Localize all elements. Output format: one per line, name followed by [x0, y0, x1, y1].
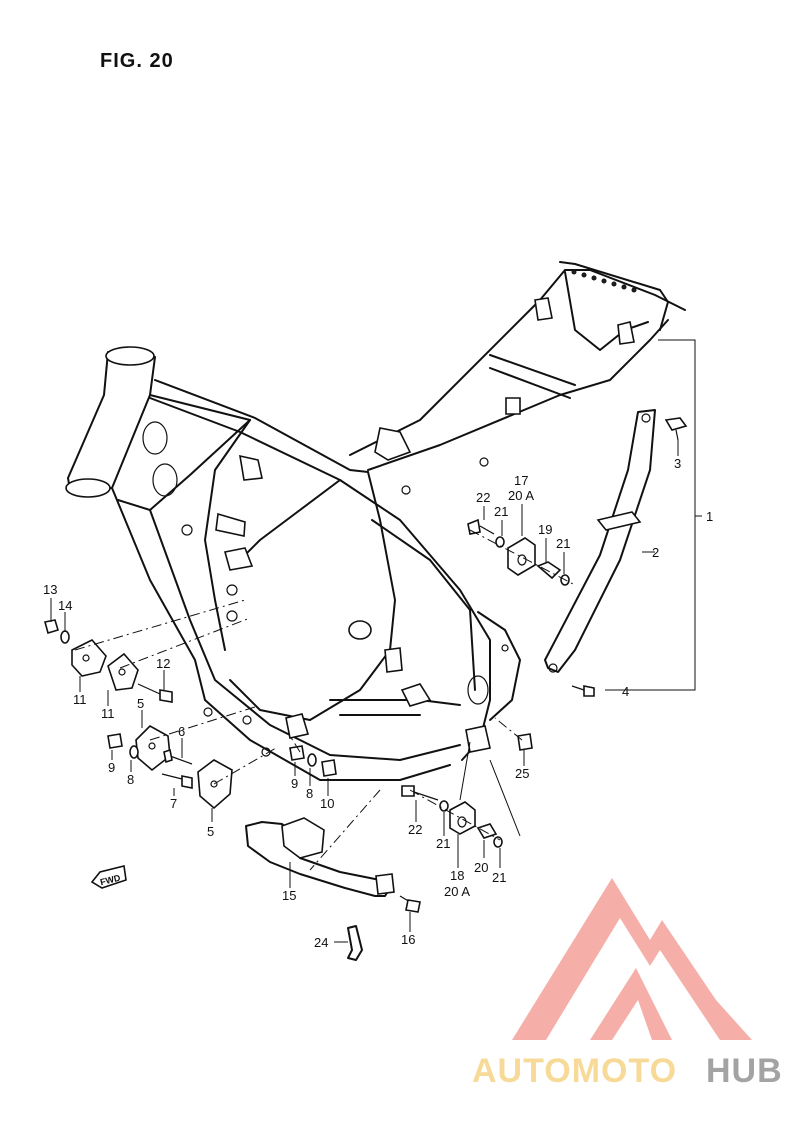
callout-1: 1 [706, 509, 713, 524]
engine-bracket-drawings [44, 619, 533, 810]
callout-10: 10 [320, 796, 334, 811]
fwd-arrow: FWD [90, 865, 127, 889]
callout-4: 4 [622, 684, 629, 699]
watermark-text-hub: HUB [706, 1052, 783, 1090]
callout-11b: 11 [101, 706, 115, 721]
callout-16: 16 [401, 932, 415, 947]
callout-8b: 8 [306, 786, 313, 801]
subframe-holes [571, 269, 637, 293]
callout-11a: 11 [73, 692, 87, 707]
callout-13: 13 [43, 582, 57, 597]
callout-18: 18 [450, 868, 464, 883]
callout-14: 14 [58, 598, 72, 613]
callout-5a: 5 [137, 696, 144, 711]
callout-24: 24 [314, 935, 328, 950]
watermark-triangle-icon [512, 878, 752, 1040]
callout-5b: 5 [207, 824, 214, 839]
callout-22b: 22 [408, 822, 422, 837]
callout-19: 19 [538, 522, 552, 537]
main-frame-drawing [65, 261, 686, 781]
bolt-3-drawing [664, 417, 688, 441]
callout-22a: 22 [476, 490, 490, 505]
callout-20a-bottom: 20 A [444, 884, 470, 899]
callout-21a: 21 [494, 504, 508, 519]
rear-strut-drawing [544, 409, 656, 673]
assembly-lines [74, 529, 576, 871]
watermark-text-automoto: AUTOMOTO [472, 1052, 677, 1090]
bolt-4-drawing [571, 685, 595, 697]
callout-labels: 1 2 3 4 5 5 6 7 8 8 9 9 10 11 11 12 13 1… [43, 456, 713, 950]
leader-lines [50, 339, 702, 943]
engine-mount-upper-drawing [467, 518, 570, 586]
callout-17: 17 [514, 473, 528, 488]
callout-8a: 8 [127, 772, 134, 787]
engine-mount-lower-drawing [401, 785, 503, 848]
callout-21c: 21 [436, 836, 450, 851]
callout-20: 20 [474, 860, 488, 875]
callout-12: 12 [156, 656, 170, 671]
callout-15: 15 [282, 888, 296, 903]
callout-9a: 9 [108, 760, 115, 775]
fwd-label: FWD [99, 872, 122, 887]
skid-bracket-drawing [245, 817, 421, 961]
callout-21d: 21 [492, 870, 506, 885]
watermark-logo [512, 878, 752, 1040]
callout-25: 25 [515, 766, 529, 781]
callout-9b: 9 [291, 776, 298, 791]
callout-20a-top: 20 A [508, 488, 534, 503]
callout-21b: 21 [556, 536, 570, 551]
callout-2: 2 [652, 545, 659, 560]
callout-6: 6 [178, 724, 185, 739]
figure-title: FIG. 20 [100, 50, 174, 72]
callout-7: 7 [170, 796, 177, 811]
callout-3: 3 [674, 456, 681, 471]
